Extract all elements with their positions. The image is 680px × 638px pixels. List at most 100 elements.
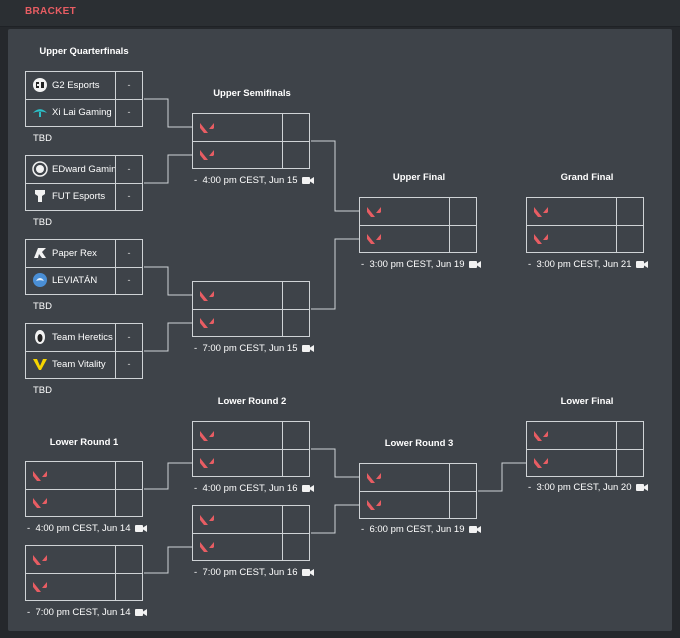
team-score [282,422,309,449]
video-camera-icon[interactable] [301,568,314,577]
team-row[interactable] [193,309,309,336]
video-camera-icon[interactable] [468,260,481,269]
schedule-time: 4:00 pm CEST, Jun 15 [202,175,298,186]
team-row[interactable]: Paper Rex - [26,240,142,268]
video-camera-icon[interactable] [635,483,648,492]
match-schedule: - 4:00 pm CEST, Jun 16 [194,483,314,494]
valorant-icon [534,458,548,468]
team-row[interactable]: Xi Lai Gaming - [26,99,142,126]
team-name: FUT Esports [52,191,106,202]
team-row[interactable] [26,489,142,516]
team-name: G2 Esports [52,80,100,91]
team-row[interactable] [527,422,643,450]
schedule-time: 6:00 pm CEST, Jun 19 [369,524,465,535]
team-score [282,282,309,309]
team-vitality-logo [33,359,47,370]
team-score [115,462,142,489]
upper-quarterfinal-match-2[interactable]: EDward Gaming - FUT Esports - [25,155,143,211]
team-row[interactable] [193,141,309,168]
match-status: TBD [33,385,52,396]
team-row[interactable]: EDward Gaming - [26,156,142,184]
team-row[interactable] [527,449,643,476]
valorant-icon [33,498,47,508]
match-schedule: - 3:00 pm CEST, Jun 19 [361,259,481,270]
team-row[interactable] [193,449,309,476]
team-name: EDward Gaming [52,164,116,175]
upper-semifinal-match-2[interactable] [192,281,310,337]
lower-round-3-match[interactable] [359,463,477,519]
team-row[interactable] [360,225,476,252]
team-row[interactable] [193,422,309,450]
valorant-icon [200,458,214,468]
schedule-prefix: - [194,175,198,186]
team-row[interactable] [360,198,476,226]
valorant-icon [367,500,381,510]
valorant-icon [200,431,214,441]
lower-round-2-match-1[interactable] [192,421,310,477]
lower-round-1-match-1[interactable] [25,461,143,517]
team-score [282,506,309,533]
valorant-icon [367,207,381,217]
team-score: - [115,183,142,210]
match-schedule: - 3:00 pm CEST, Jun 21 [528,259,648,270]
match-schedule: - 6:00 pm CEST, Jun 19 [361,524,481,535]
video-camera-icon[interactable] [301,484,314,493]
grand-final-match[interactable] [526,197,644,253]
valorant-icon [200,542,214,552]
team-name: LEVIATÁN [52,275,98,286]
match-schedule: - 7:00 pm CEST, Jun 14 [27,607,147,618]
match-schedule: - 7:00 pm CEST, Jun 16 [194,567,314,578]
team-row[interactable]: Team Heretics - [26,324,142,352]
team-score [616,198,643,225]
upper-quarterfinal-match-4[interactable]: Team Heretics - Team Vitality - [25,323,143,379]
team-row[interactable]: LEVIATÁN - [26,267,142,294]
team-row[interactable]: G2 Esports - [26,72,142,100]
team-score: - [115,156,142,183]
valorant-icon [534,431,548,441]
schedule-time: 3:00 pm CEST, Jun 21 [536,259,632,270]
upper-quarterfinal-match-3[interactable]: Paper Rex - LEVIATÁN - [25,239,143,295]
valorant-icon [200,291,214,301]
team-row[interactable]: Team Vitality - [26,351,142,378]
team-row[interactable] [193,114,309,142]
video-camera-icon[interactable] [468,525,481,534]
team-row[interactable] [360,464,476,492]
round-label-upper-quarterfinals: Upper Quarterfinals [39,46,129,57]
team-row[interactable] [527,225,643,252]
team-row[interactable] [193,506,309,534]
team-score [616,225,643,252]
team-score [282,309,309,336]
team-row[interactable]: FUT Esports - [26,183,142,210]
team-row[interactable] [193,282,309,310]
team-score [115,546,142,573]
team-score: - [115,351,142,378]
team-row[interactable] [193,533,309,560]
team-row[interactable] [26,573,142,600]
lower-round-2-match-2[interactable] [192,505,310,561]
team-row[interactable] [360,491,476,518]
upper-quarterfinal-match-1[interactable]: G2 Esports - Xi Lai Gaming - [25,71,143,127]
schedule-prefix: - [194,483,198,494]
team-row[interactable] [26,546,142,574]
team-row[interactable] [527,198,643,226]
lower-round-1-match-2[interactable] [25,545,143,601]
team-score: - [115,72,142,99]
valorant-icon [367,473,381,483]
video-camera-icon[interactable] [635,260,648,269]
video-camera-icon[interactable] [134,608,147,617]
round-label-lower-round-3: Lower Round 3 [384,438,454,449]
upper-semifinal-match-1[interactable] [192,113,310,169]
team-row[interactable] [26,462,142,490]
video-camera-icon[interactable] [301,176,314,185]
video-camera-icon[interactable] [134,524,147,533]
lower-final-match[interactable] [526,421,644,477]
schedule-prefix: - [194,567,198,578]
schedule-prefix: - [194,343,198,354]
video-camera-icon[interactable] [301,344,314,353]
team-score: - [115,267,142,294]
round-label-grand-final: Grand Final [560,172,614,183]
team-score [449,464,476,491]
round-label-upper-semifinals: Upper Semifinals [213,88,291,99]
upper-final-match[interactable] [359,197,477,253]
team-score [282,141,309,168]
